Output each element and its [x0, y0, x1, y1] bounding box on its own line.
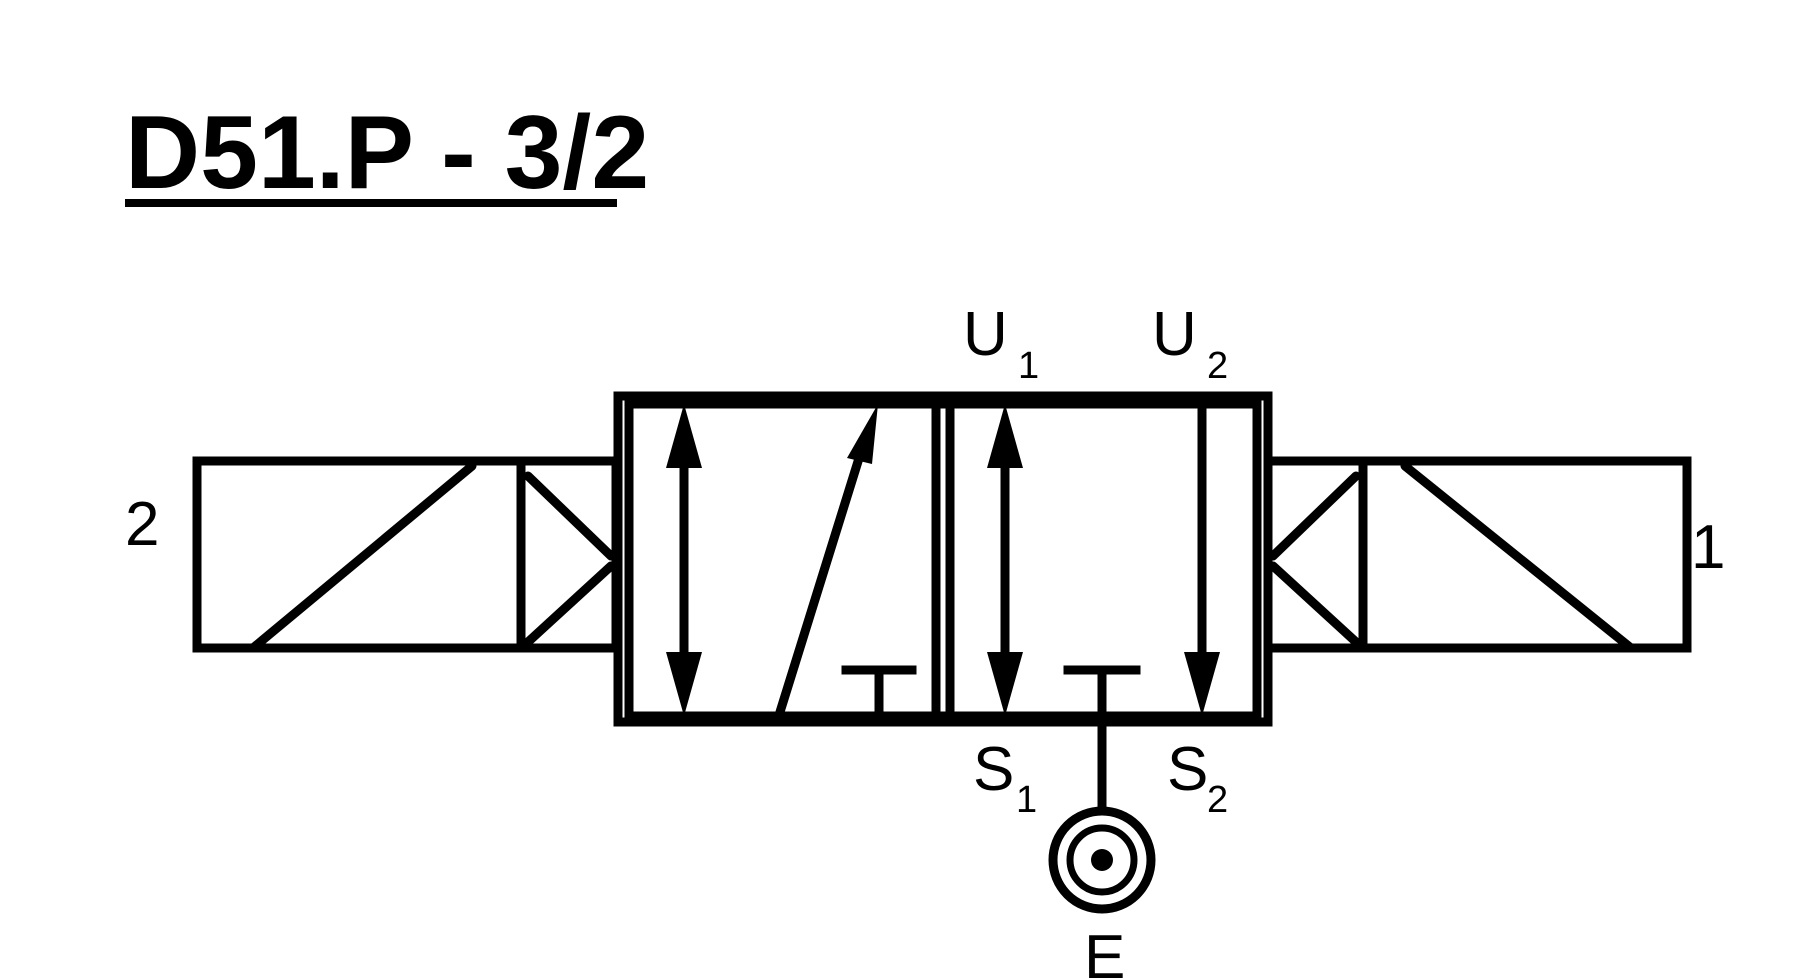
label-port-s2-letter: S: [1167, 735, 1208, 804]
solenoid-left-chevron-lower: [523, 561, 616, 647]
left-section-double-arrow: [666, 404, 702, 716]
exhaust-port: [1048, 711, 1156, 914]
left-section-diagonal-arrow: [775, 404, 878, 717]
label-solenoid-left: 2: [125, 490, 159, 559]
label-port-u1-sub: 1: [1018, 345, 1039, 387]
label-port-s2-sub: 2: [1207, 779, 1228, 821]
down-arrow-head: [1184, 652, 1220, 716]
left-double-arrow-head-up: [666, 404, 702, 468]
right-double-arrow-head-up: [987, 404, 1023, 468]
exhaust-outer-circle: [1048, 806, 1156, 914]
label-port-s1-sub: 1: [1016, 779, 1037, 821]
solenoid-left: [192, 456, 621, 653]
exhaust-center-dot: [1091, 849, 1113, 871]
solenoid-left-chevron-upper: [523, 471, 616, 561]
valve-body: [613, 391, 1273, 727]
label-solenoid-right: 1: [1691, 513, 1725, 582]
title-underline: [125, 199, 617, 207]
left-double-arrow-head-down: [666, 652, 702, 716]
diagram-title: D51.P - 3/2: [125, 95, 649, 211]
left-section-blocked-port: [841, 665, 917, 721]
solenoid-right: [1263, 456, 1692, 653]
right-section-down-arrow: [1184, 399, 1220, 716]
diagonal-arrow-head: [847, 404, 878, 464]
solenoid-right-coil-line: [1400, 461, 1636, 653]
label-port-u2-sub: 2: [1207, 345, 1228, 387]
solenoid-right-chevron-upper: [1268, 471, 1361, 561]
right-section-double-arrow: [987, 404, 1023, 716]
right-double-arrow-head-down: [987, 652, 1023, 716]
valve-outer-frame: [613, 391, 1273, 727]
label-port-u1-letter: U: [963, 300, 1008, 369]
label-port-e: E: [1084, 923, 1125, 978]
right-section-blocked-port: [1063, 665, 1141, 721]
solenoid-left-coil-line: [248, 461, 477, 653]
label-port-s1-letter: S: [973, 735, 1014, 804]
solenoid-right-chevron-lower: [1268, 561, 1361, 647]
label-port-u2-letter: U: [1152, 300, 1197, 369]
exhaust-inner-circle: [1066, 824, 1138, 896]
diagonal-arrow-shaft: [775, 450, 865, 717]
